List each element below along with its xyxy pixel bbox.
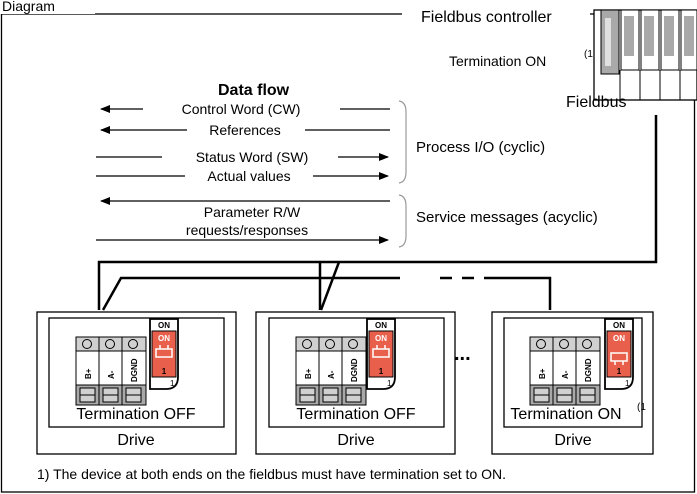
process-bracket [398, 100, 407, 184]
drive-label: Drive [117, 432, 154, 449]
drive-note-mark: (1 [637, 402, 646, 413]
fieldbus-cable [97, 115, 658, 311]
switch-ref: 1 [170, 379, 175, 388]
controller-title: Fieldbus controller [421, 9, 552, 26]
drive-termination: Termination OFF [76, 406, 195, 423]
drive-label: Drive [337, 432, 374, 449]
message-label: References [209, 122, 281, 138]
drive-3: B+ A- DGND ON ON 1 1 Termination ON (1 D… [491, 311, 654, 455]
service-messages-label: Service messages (acyclic) [416, 209, 598, 226]
drive-1: B+ A- DGND ON ON 1 1 Termination OFF Dri… [36, 311, 237, 455]
message-parameter-rw: Parameter R/W [100, 197, 390, 220]
switch-on-label: ON [158, 321, 170, 330]
switch-on-label: ON [375, 321, 387, 330]
process-io-label: Process I/O (cyclic) [416, 139, 545, 156]
terminal-dgnd: DGND [584, 358, 593, 382]
switch-ref: 1 [625, 379, 630, 388]
switch-pos: 1 [162, 367, 167, 376]
terminal-b-plus: B+ [538, 368, 547, 379]
message-label: Status Word (SW) [196, 149, 309, 165]
terminal-block: B+ A- DGND [529, 336, 601, 406]
service-bracket [398, 194, 407, 248]
message-label: Actual values [207, 168, 290, 184]
switch-on-text: ON [613, 334, 625, 343]
termination-switch: ON ON 1 1 [149, 318, 179, 390]
fieldbus-label: Fieldbus [566, 94, 626, 111]
terminal-b-plus: B+ [304, 368, 313, 379]
message-status-word: Status Word (SW) [96, 149, 389, 165]
more-drives-ellipsis: ... [454, 343, 471, 365]
drive-2: B+ A- DGND ON ON 1 1 Termination OFF Dri… [255, 311, 456, 455]
message-references: References [100, 122, 390, 138]
controller-note-mark: (1 [584, 49, 593, 60]
fieldbus-controller-device [593, 9, 697, 101]
drive-termination: Termination ON [510, 406, 621, 423]
diagram-frame [0, 13, 696, 493]
switch-pos: 1 [379, 367, 384, 376]
message-control-word: Control Word (CW) [100, 101, 390, 117]
terminal-a-minus: A- [327, 370, 336, 379]
switch-pos: 1 [617, 367, 622, 376]
terminal-a-minus: A- [107, 370, 116, 379]
switch-on-text: ON [375, 334, 387, 343]
termination-switch: ON ON 1 1 [366, 318, 396, 390]
terminal-dgnd: DGND [130, 358, 139, 382]
drive-label: Drive [554, 432, 591, 449]
terminal-block: B+ A- DGND [75, 336, 147, 406]
switch-ref: 1 [387, 379, 392, 388]
data-flow-title: Data flow [218, 82, 290, 99]
drive-termination: Termination OFF [296, 406, 415, 423]
controller-termination: Termination ON [449, 53, 546, 69]
switch-on-text: ON [158, 334, 170, 343]
message-label: Parameter R/W [204, 204, 301, 220]
message-label: Control Word (CW) [182, 101, 301, 117]
figure-label: Diagram [2, 0, 55, 14]
switch-on-label: ON [613, 321, 625, 330]
footnote: 1) The device at both ends on the fieldb… [37, 466, 506, 482]
message-label: requests/responses [186, 222, 308, 238]
terminal-block: B+ A- DGND [295, 336, 367, 406]
termination-switch: ON ON 1 1 [604, 318, 634, 390]
terminal-a-minus: A- [561, 370, 570, 379]
message-actual-values: Actual values [96, 168, 389, 184]
message-requests-responses: requests/responses [96, 222, 389, 244]
terminal-b-plus: B+ [84, 368, 93, 379]
terminal-dgnd: DGND [350, 358, 359, 382]
